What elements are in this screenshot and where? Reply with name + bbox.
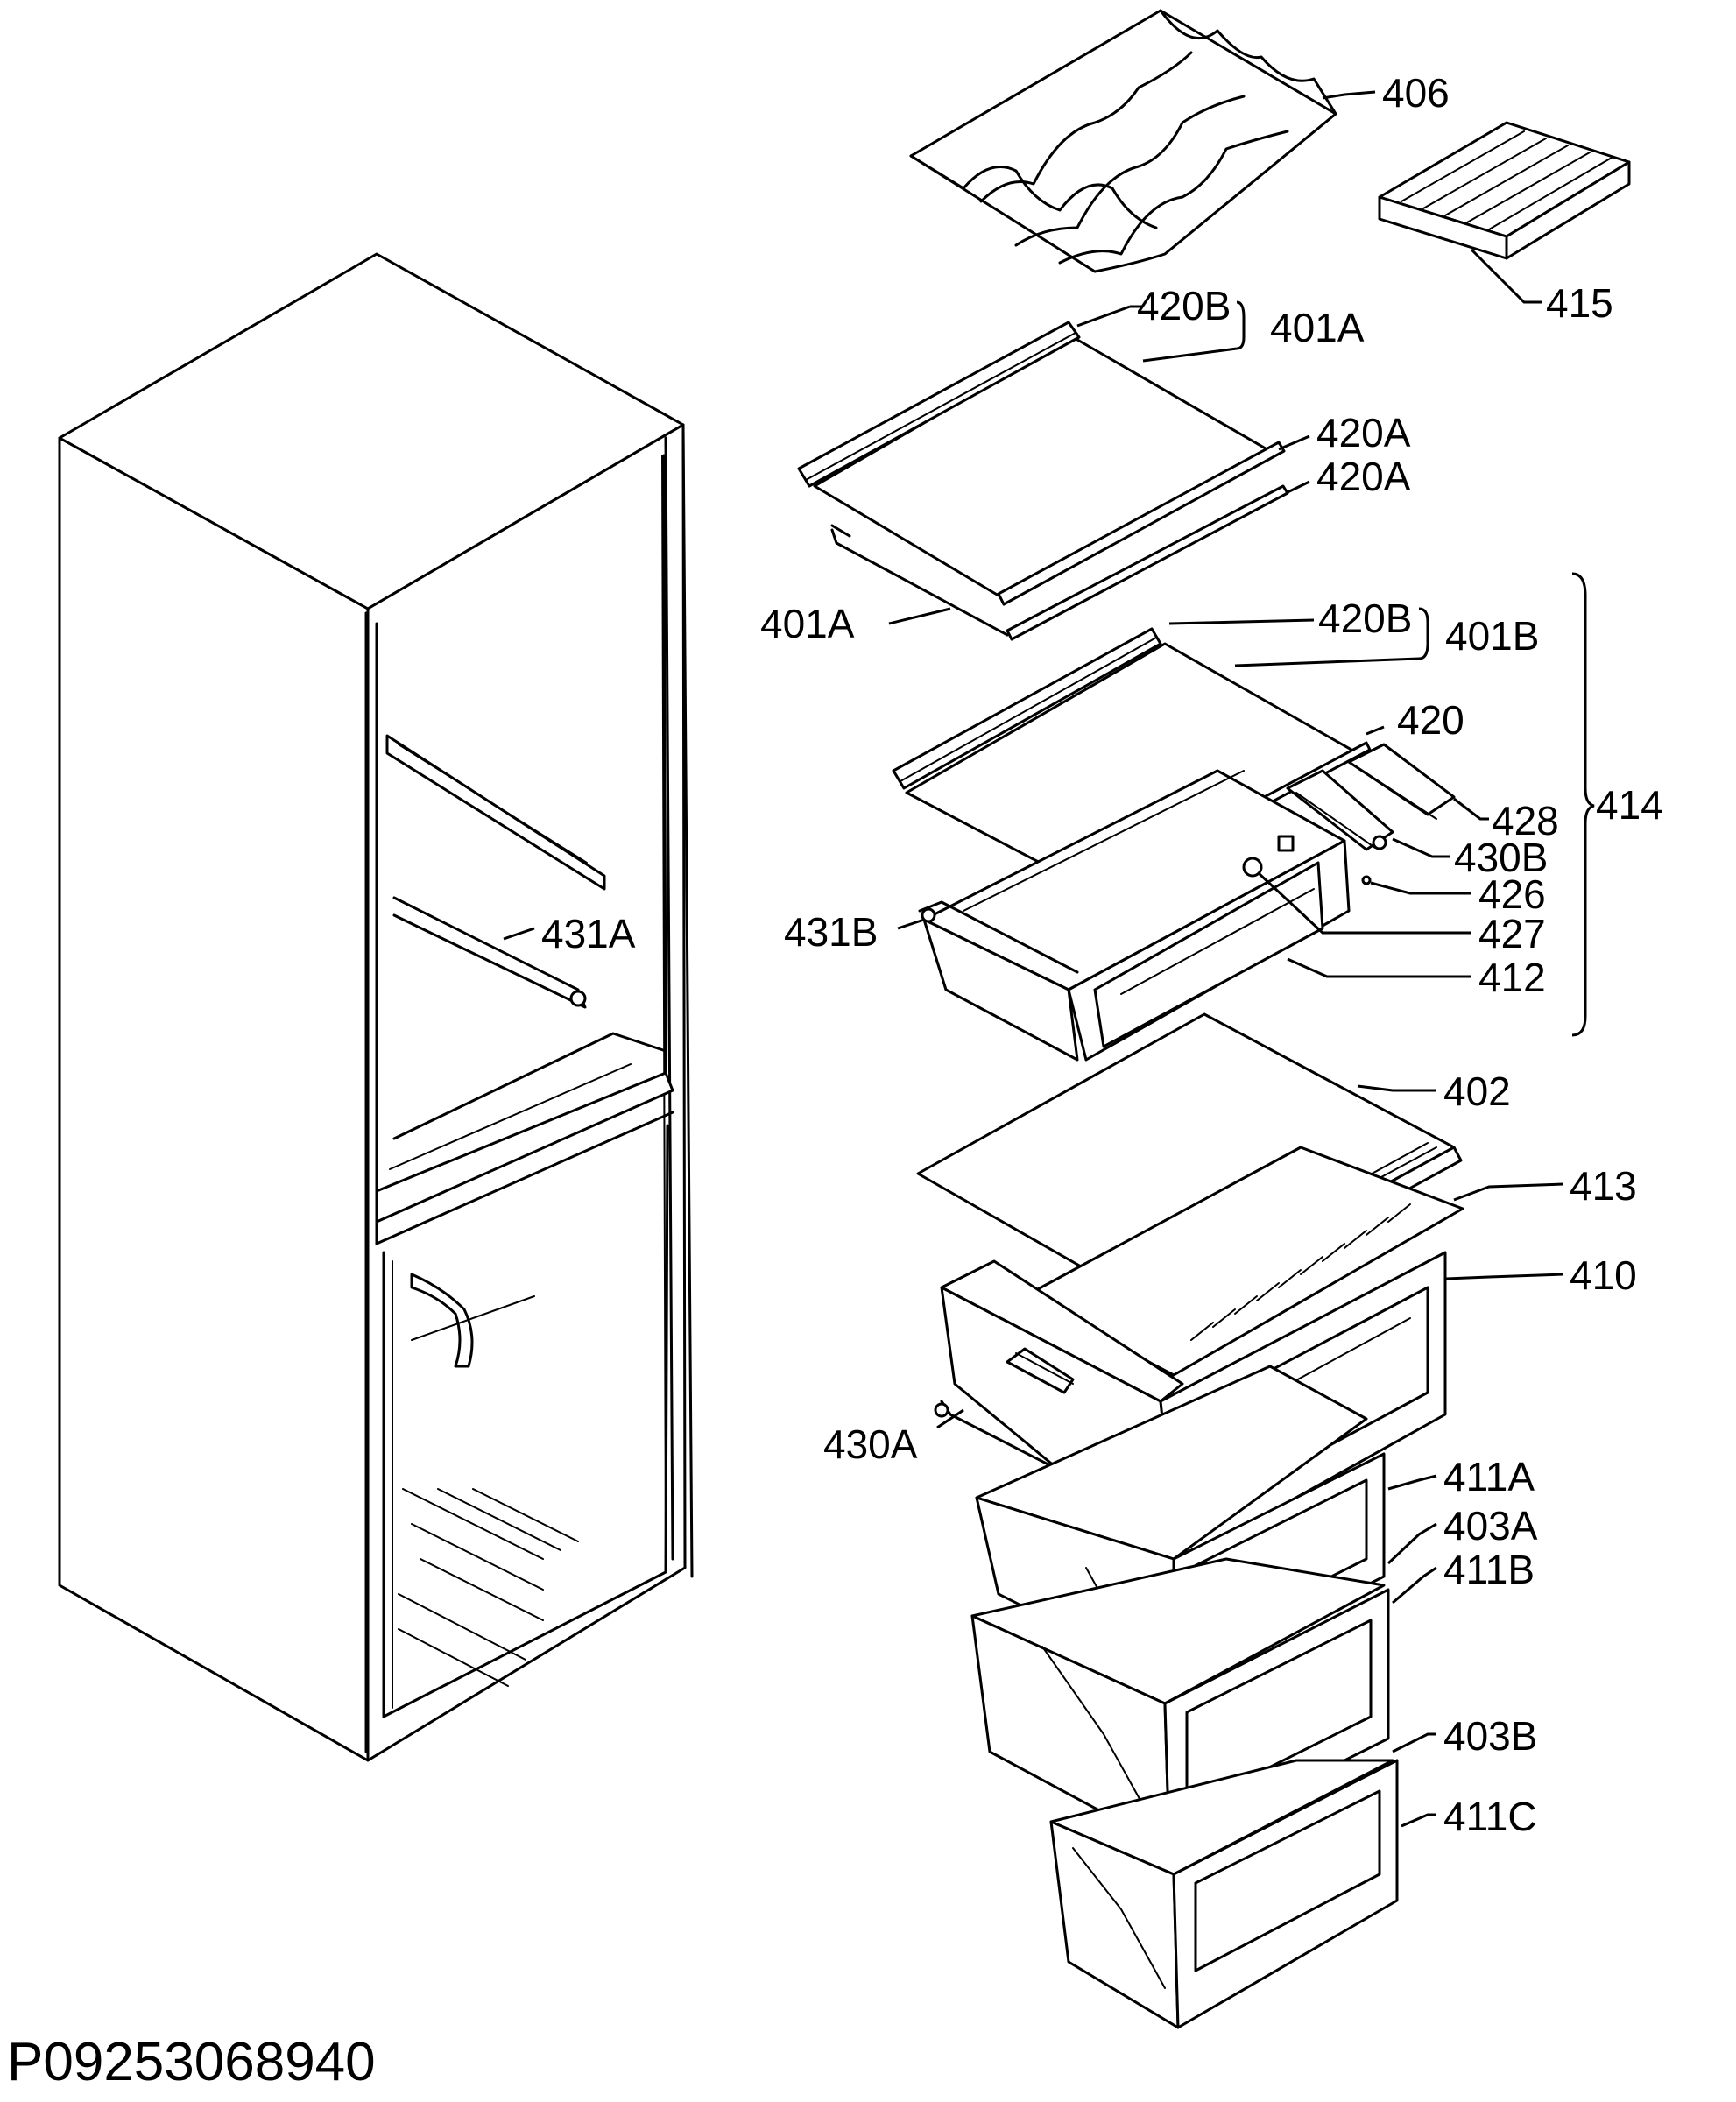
label-420A-1: 420A — [1316, 410, 1411, 455]
label-420: 420 — [1397, 697, 1464, 743]
label-406: 406 — [1382, 70, 1450, 116]
rail-set-428-430B — [1286, 743, 1456, 885]
fridge-cabinet — [58, 252, 694, 1762]
label-430B: 430B — [1454, 835, 1548, 880]
label-411C: 411C — [1443, 1794, 1537, 1839]
label-428: 428 — [1492, 798, 1559, 843]
freezer-floor-ribs — [398, 1488, 579, 1687]
label-414: 414 — [1596, 782, 1663, 828]
label-427: 427 — [1478, 911, 1546, 956]
label-401A-left: 401A — [760, 601, 855, 646]
label-415: 415 — [1546, 280, 1613, 326]
leader-lines — [503, 90, 1595, 1828]
filter-415 — [1378, 121, 1631, 260]
label-411A: 411A — [1443, 1454, 1535, 1499]
wine-rack-406 — [909, 9, 1337, 273]
document-id: P09253068940 — [7, 2032, 376, 2092]
label-410: 410 — [1570, 1252, 1637, 1298]
label-401B: 401B — [1445, 613, 1539, 659]
label-430A: 430A — [823, 1421, 918, 1467]
drawer-412 — [918, 769, 1351, 1062]
label-403A: 403A — [1443, 1503, 1538, 1548]
label-402: 402 — [1443, 1069, 1511, 1114]
label-420B-mid: 420B — [1318, 596, 1412, 641]
label-431A: 431A — [541, 911, 636, 956]
drawer-411C — [1049, 1759, 1399, 2029]
label-412: 412 — [1478, 955, 1546, 1000]
label-413: 413 — [1570, 1163, 1637, 1209]
label-411B: 411B — [1443, 1547, 1535, 1592]
label-426: 426 — [1478, 871, 1546, 917]
label-420A-2: 420A — [1316, 454, 1411, 499]
glass-shelf-401A — [797, 321, 1289, 641]
label-420B-top: 420B — [1137, 283, 1231, 328]
label-431B: 431B — [784, 909, 878, 955]
part-labels: 406 415 420B 401A 420A 420A 401A 420B 40… — [541, 70, 1663, 1839]
label-403B: 403B — [1443, 1713, 1537, 1759]
label-401A-top: 401A — [1270, 305, 1365, 350]
